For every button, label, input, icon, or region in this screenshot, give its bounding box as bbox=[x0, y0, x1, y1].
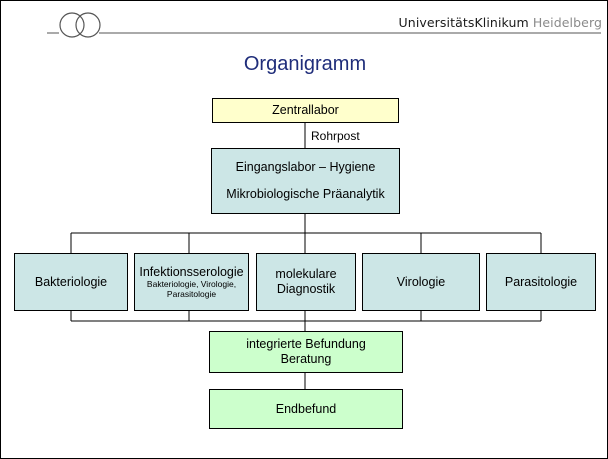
department-label: Virologie bbox=[396, 274, 446, 289]
node-befundung: integrierte Befundung Beratung bbox=[209, 331, 403, 373]
node-department: molekulare Diagnostik bbox=[256, 253, 356, 311]
node-endbefund: Endbefund bbox=[209, 389, 403, 429]
node-zentrallabor-label: Zentrallabor bbox=[272, 103, 339, 117]
department-label: Infektionsserologie bbox=[139, 264, 244, 279]
node-department: Parasitologie bbox=[486, 253, 596, 311]
node-eingangslabor: Eingangslabor – Hygiene Mikrobiologische… bbox=[211, 148, 400, 214]
node-eingangslabor-line1: Eingangslabor – Hygiene bbox=[235, 160, 376, 174]
connector-label: Rohrpost bbox=[311, 129, 360, 143]
department-label: Bakteriologie bbox=[34, 274, 108, 289]
node-department: Bakteriologie bbox=[14, 253, 128, 311]
brand-sub: Heidelberg bbox=[532, 15, 602, 30]
node-department: Infektionsserologie Bakteriologie, Virol… bbox=[134, 253, 249, 311]
department-label: Parasitologie bbox=[504, 274, 578, 289]
node-eingangslabor-line2: Mikrobiologische Präanalytik bbox=[226, 187, 385, 201]
department-sublabel: Bakteriologie, Virologie, Parasitologie bbox=[146, 278, 237, 299]
node-endbefund-label: Endbefund bbox=[275, 401, 337, 416]
node-zentrallabor: Zentrallabor bbox=[212, 98, 399, 123]
department-label: molekulare Diagnostik bbox=[275, 267, 337, 296]
brand-name: UniversitätsKlinikum Heidelberg bbox=[399, 15, 602, 30]
brand-main: UniversitätsKlinikum bbox=[398, 15, 529, 30]
node-befundung-label: integrierte Befundung Beratung bbox=[246, 337, 366, 366]
page-title: Organigramm bbox=[243, 53, 367, 75]
logo-rings-icon bbox=[47, 12, 601, 38]
node-department: Virologie bbox=[362, 253, 480, 311]
